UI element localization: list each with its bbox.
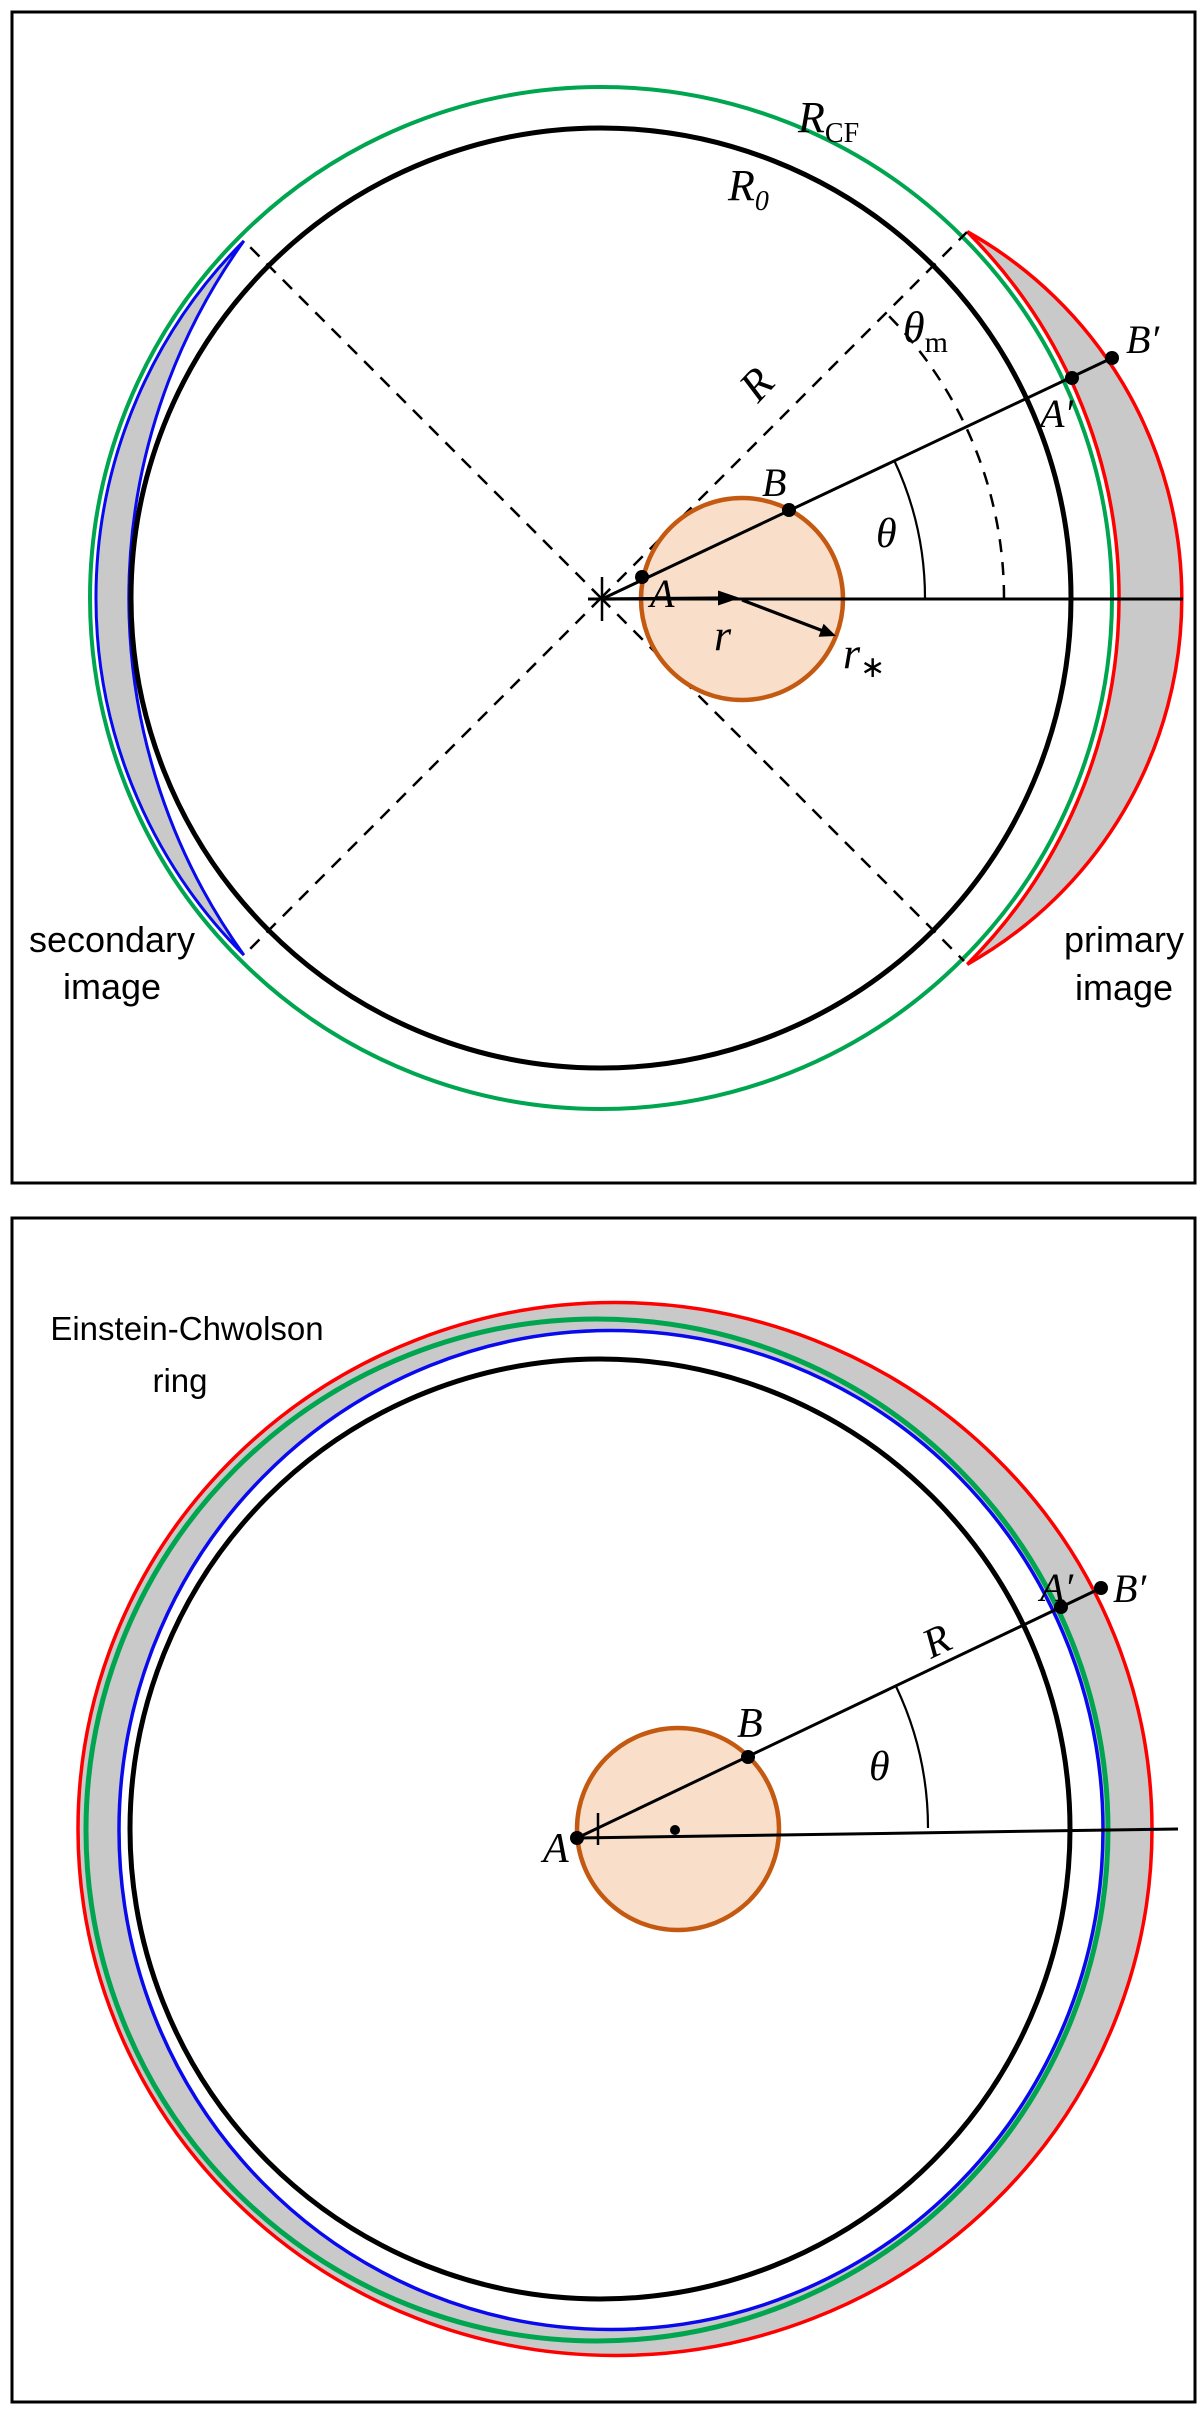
point-a-dot — [635, 570, 649, 584]
bottom-panel: Einstein-Chwolson ring A B θ R A′ B′ — [10, 1216, 1197, 2404]
light-ray — [601, 356, 1113, 601]
label-a-bottom: A — [540, 1826, 569, 1872]
label-theta-m: θm — [903, 303, 948, 359]
dashed-line-225 — [247, 597, 602, 952]
label-rcf: RCF — [797, 93, 859, 149]
r-arrow-head — [718, 590, 740, 606]
label-theta-bottom: θ — [869, 1744, 890, 1790]
label-r-star: r∗ — [843, 629, 885, 684]
label-a-prime: A′ — [1037, 391, 1074, 436]
point-b-prime-dot-bottom — [1094, 1581, 1108, 1595]
label-a-prime-bottom: A′ — [1037, 1565, 1074, 1610]
dashed-line-135 — [243, 240, 602, 599]
point-a-prime-dot-bottom — [1054, 1600, 1068, 1614]
label-b-prime-bottom: B′ — [1113, 1566, 1147, 1611]
horizontal-axis-bottom — [576, 1827, 1179, 1840]
r-arrow-line — [601, 596, 727, 601]
label-r-arrow: r — [714, 611, 732, 660]
top-panel: RCF R0 R θm θ A B A′ B′ r r∗ secondary i… — [10, 10, 1197, 1185]
primary-image-label-line1: primary — [1064, 919, 1184, 960]
primary-image-crescent — [966, 230, 1184, 966]
point-b-dot-bottom — [741, 1750, 755, 1764]
ring-label-line1: Einstein-Chwolson — [50, 1310, 323, 1347]
secondary-image-label-line2: image — [63, 966, 161, 1007]
label-theta: θ — [876, 511, 897, 557]
r-star-arrow-head — [818, 623, 836, 637]
dashed-line-45 — [600, 231, 968, 599]
label-r0: R0 — [727, 161, 769, 217]
point-a-prime-dot — [1065, 371, 1079, 385]
dashed-radials — [243, 231, 968, 962]
secondary-image-crescent — [94, 239, 246, 957]
label-a: A — [647, 571, 675, 616]
point-a-dot-bottom — [570, 1831, 584, 1845]
primary-image-label-line2: image — [1075, 967, 1173, 1008]
r0-circle-bottom — [127, 1356, 1073, 2302]
dashed-line-315 — [600, 597, 965, 962]
ring-label-line2: ring — [152, 1362, 207, 1399]
point-b-dot — [782, 503, 796, 517]
label-b-prime: B′ — [1126, 317, 1160, 362]
label-b: B — [762, 460, 786, 505]
theta-arc-bottom — [895, 1686, 930, 1829]
theta-arc — [893, 459, 927, 599]
secondary-image-label-line1: secondary — [29, 919, 195, 960]
light-ray-bottom — [576, 1586, 1102, 1840]
r-star-arrow-line — [741, 598, 823, 632]
star-center-dot — [670, 1825, 680, 1835]
point-b-prime-dot — [1105, 351, 1119, 365]
label-b-bottom: B — [737, 1701, 763, 1747]
